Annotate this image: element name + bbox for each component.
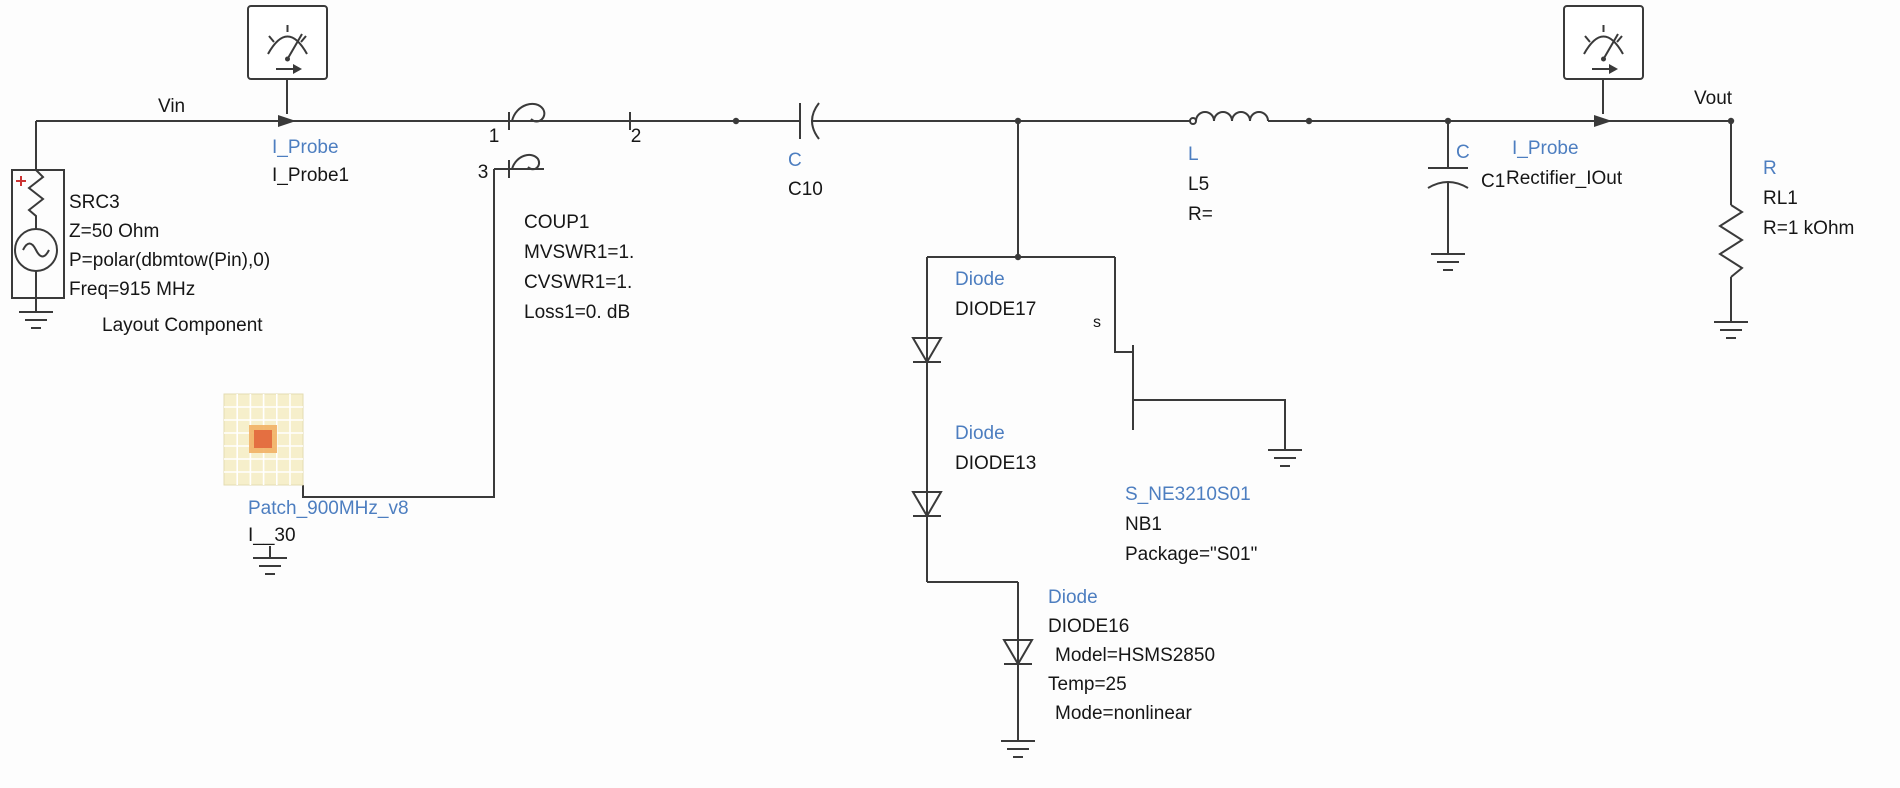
coup1-param2-label: CVSWR1=1. — [524, 272, 632, 293]
inductor-l5[interactable] — [1189, 111, 1269, 125]
rectifier-iout-name-label: Rectifier_IOut — [1506, 168, 1623, 189]
diode16-type-label: Diode — [1048, 587, 1098, 608]
coup1-name-label: COUP1 — [524, 212, 589, 233]
patch-name-label: I__30 — [248, 525, 296, 546]
l5-name-label: L5 — [1188, 174, 1209, 195]
coup1-port1-label: 1 — [489, 126, 500, 147]
voltage-source-src3[interactable] — [11, 169, 65, 299]
capacitor-c1[interactable] — [1427, 167, 1469, 189]
ammeter-icon — [247, 5, 328, 80]
rectifier-iout-type-label: I_Probe — [1512, 138, 1579, 159]
coup1-param1-label: MVSWR1=1. — [524, 242, 634, 263]
iprobe1-name-label: I_Probe1 — [272, 165, 349, 186]
nb1-name-label: NB1 — [1125, 514, 1162, 535]
nb1-type-label: S_NE3210S01 — [1125, 484, 1251, 505]
ground-symbol-patch[interactable] — [252, 557, 288, 575]
probe-arrow-icon — [1594, 115, 1612, 127]
ammeter-icon — [1563, 5, 1644, 80]
rl1-type-label: R — [1763, 158, 1777, 179]
coup1-param3-label: Loss1=0. dB — [524, 302, 630, 323]
c10-type-label: C — [788, 150, 802, 171]
l5-type-label: L — [1188, 144, 1199, 165]
c1-name-label: C1 — [1481, 171, 1505, 192]
coup1-port3-label: 3 — [478, 162, 489, 183]
patch-type-label: Patch_900MHz_v8 — [248, 498, 409, 519]
src3-param2-label: P=polar(dbmtow(Pin),0) — [69, 250, 270, 271]
node-label-vin: Vin — [158, 96, 185, 117]
coup1-port2-label: 2 — [631, 126, 642, 147]
diode17-name-label: DIODE17 — [955, 299, 1036, 320]
l5-param1-label: R= — [1188, 204, 1213, 225]
patch-antenna-layout[interactable] — [223, 393, 304, 486]
capacitor-c10[interactable] — [799, 102, 820, 140]
nb1-pin-label: s — [1093, 314, 1101, 331]
rl1-name-label: RL1 — [1763, 188, 1798, 209]
src3-note-label: Layout Component — [102, 315, 263, 336]
c1-type-label: C — [1456, 142, 1470, 163]
coupler-coup1[interactable] — [508, 102, 631, 178]
resistor-rl1[interactable] — [1718, 204, 1744, 278]
src3-param3-label: Freq=915 MHz — [69, 279, 195, 300]
nb1-param1-label: Package="S01" — [1125, 544, 1257, 565]
src3-name-label: SRC3 — [69, 192, 120, 213]
diode13-name-label: DIODE13 — [955, 453, 1036, 474]
diode13-type-label: Diode — [955, 423, 1005, 444]
ground-symbol-transistor[interactable] — [1267, 449, 1303, 467]
c10-name-label: C10 — [788, 179, 823, 200]
wire-net[interactable] — [35, 79, 1735, 741]
diode16-param3-label: Mode=nonlinear — [1055, 703, 1192, 724]
ground-symbol-rl1[interactable] — [1713, 321, 1749, 339]
diode16-param2-label: Temp=25 — [1048, 674, 1127, 695]
rl1-param1-label: R=1 kOhm — [1763, 218, 1854, 239]
iprobe1-type-label: I_Probe — [272, 137, 339, 158]
ground-symbol-src3[interactable] — [18, 311, 54, 329]
src3-param1-label: Z=50 Ohm — [69, 221, 159, 242]
probe-arrow-icon — [278, 115, 296, 127]
diode17-type-label: Diode — [955, 269, 1005, 290]
node-label-vout: Vout — [1694, 88, 1733, 109]
ground-symbol-diode16[interactable] — [1000, 740, 1036, 758]
diode16-name-label: DIODE16 — [1048, 616, 1129, 637]
diode16-param1-label: Model=HSMS2850 — [1055, 645, 1215, 666]
ground-symbol-c1[interactable] — [1430, 253, 1466, 271]
